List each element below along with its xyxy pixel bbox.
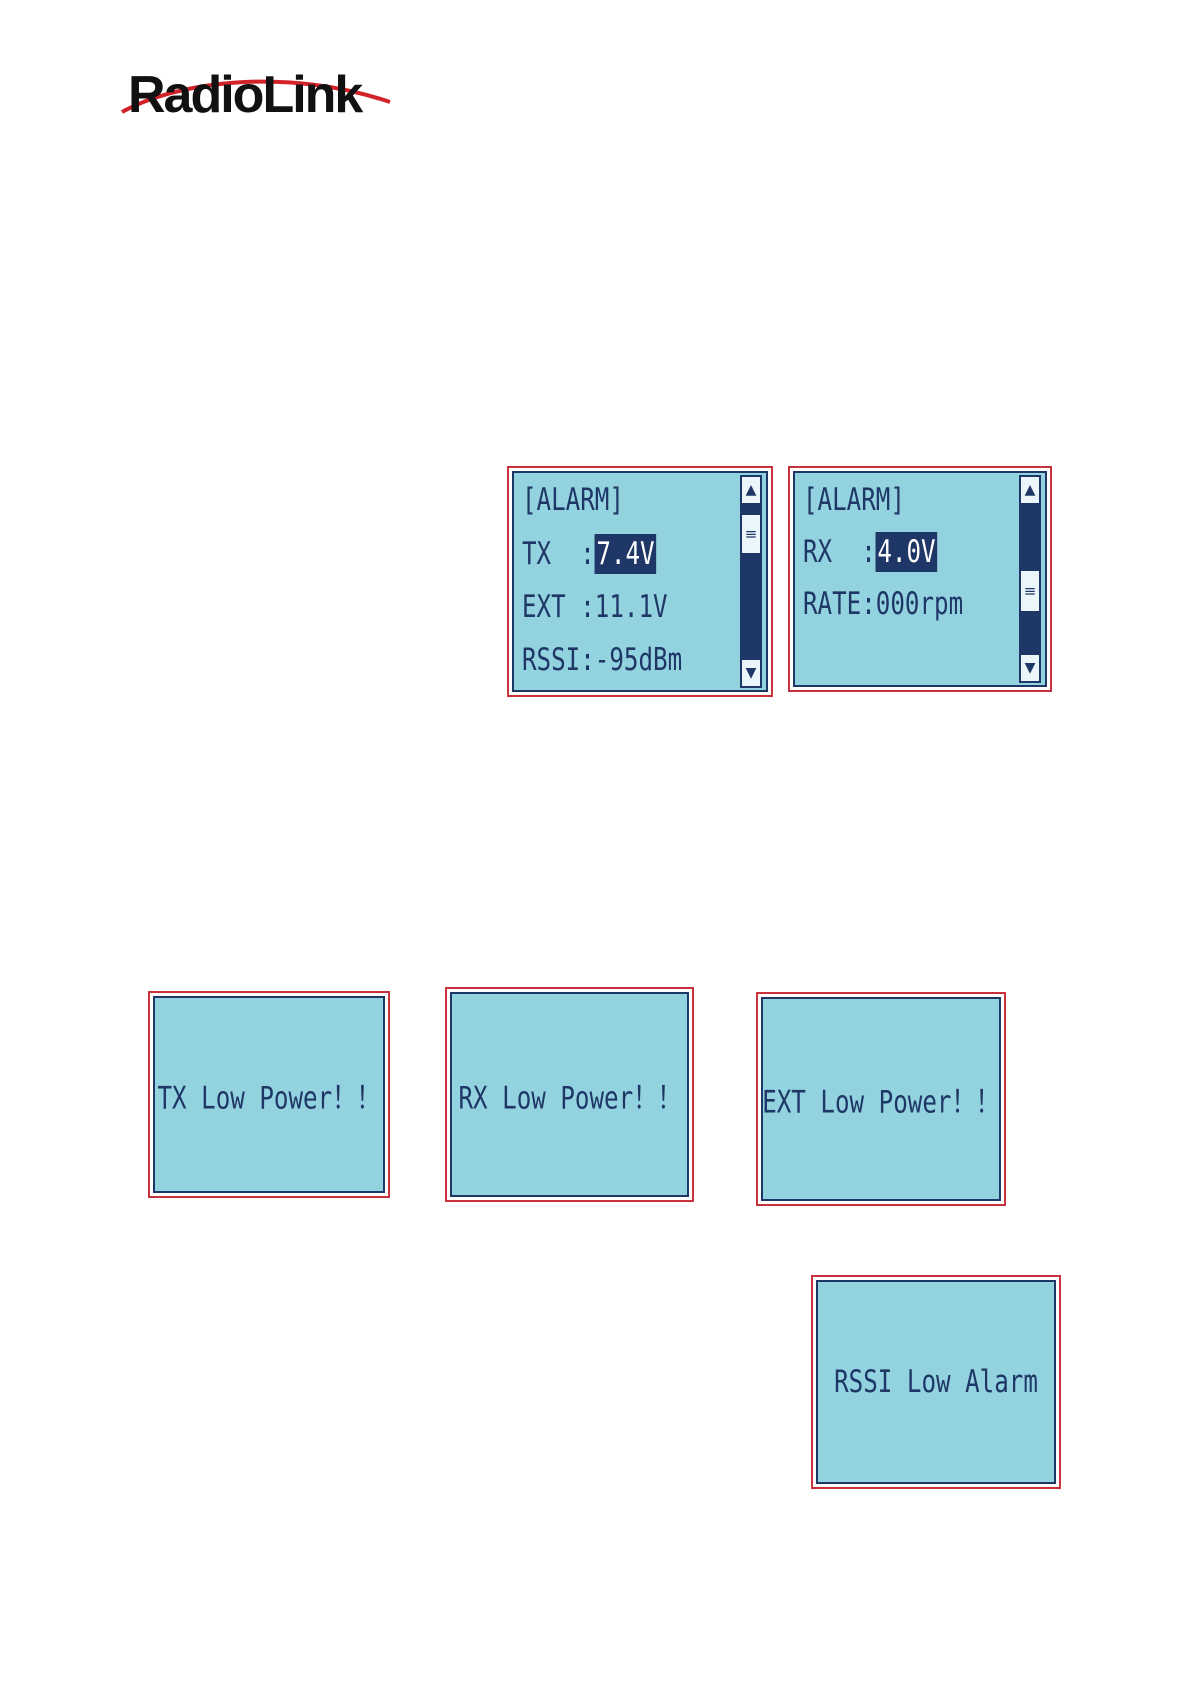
scroll-down-icon[interactable]: ▼	[1021, 653, 1039, 681]
rx-voltage-row: RX :4.0V	[803, 537, 937, 568]
tx-label: TX :	[522, 536, 595, 572]
lcd-display: RSSI Low Alarm	[816, 1280, 1056, 1484]
scroll-down-icon[interactable]: ▼	[742, 658, 760, 686]
lcd-display: [ALARM] RX :4.0V RATE:000rpm ▲ ≡ ▼	[793, 471, 1047, 687]
rx-low-power-message: RX Low Power！！	[458, 1072, 681, 1117]
tx-voltage-value[interactable]: 7.4V	[595, 534, 656, 574]
screen-title: [ALARM]	[522, 485, 624, 516]
scroll-thumb-grip-icon[interactable]: ≡	[1021, 569, 1039, 613]
rate-value[interactable]: 000rpm	[876, 586, 963, 622]
rssi-low-alarm-alert: RSSI Low Alarm	[811, 1275, 1061, 1489]
rssi-label: RSSI:	[522, 642, 595, 678]
scrollbar[interactable]: ▲ ≡ ▼	[740, 475, 762, 688]
rx-voltage-value[interactable]: 4.0V	[876, 532, 937, 572]
scroll-up-icon[interactable]: ▲	[1021, 477, 1039, 505]
alarm-screen-rx: [ALARM] RX :4.0V RATE:000rpm ▲ ≡ ▼	[788, 466, 1052, 692]
rssi-low-alarm-message: RSSI Low Alarm	[834, 1364, 1038, 1400]
scrollbar[interactable]: ▲ ≡ ▼	[1019, 475, 1041, 683]
rssi-row: RSSI:-95dBm	[522, 645, 682, 676]
scroll-thumb-grip-icon[interactable]: ≡	[742, 513, 760, 555]
rate-row: RATE:000rpm	[803, 589, 963, 620]
lcd-display: EXT Low Power！！	[761, 997, 1001, 1201]
lcd-display: TX Low Power！！	[153, 996, 385, 1193]
ext-voltage-value[interactable]: 11.1V	[595, 589, 668, 625]
ext-voltage-row: EXT :11.1V	[522, 592, 668, 623]
tx-low-power-alert: TX Low Power！！	[148, 991, 390, 1198]
ext-low-power-message: EXT Low Power！！	[762, 1077, 1000, 1122]
scroll-up-icon[interactable]: ▲	[742, 477, 760, 505]
alarm-screen-tx: [ALARM] TX :7.4V EXT :11.1V RSSI:-95dBm …	[507, 466, 773, 697]
lcd-display: [ALARM] TX :7.4V EXT :11.1V RSSI:-95dBm …	[512, 471, 768, 692]
screen-title: [ALARM]	[803, 485, 905, 516]
lcd-display: RX Low Power！！	[450, 992, 689, 1197]
logo-wordmark: RadioLink	[128, 66, 363, 124]
radiolink-logo: RadioLink	[120, 60, 420, 130]
rate-label: RATE:	[803, 586, 876, 622]
ext-low-power-alert: EXT Low Power！！	[756, 992, 1006, 1206]
rx-low-power-alert: RX Low Power！！	[445, 987, 694, 1202]
rssi-value[interactable]: -95dBm	[595, 642, 682, 678]
ext-label: EXT :	[522, 589, 595, 625]
tx-low-power-message: TX Low Power！！	[157, 1072, 380, 1117]
rx-label: RX :	[803, 534, 876, 570]
tx-voltage-row: TX :7.4V	[522, 539, 656, 570]
